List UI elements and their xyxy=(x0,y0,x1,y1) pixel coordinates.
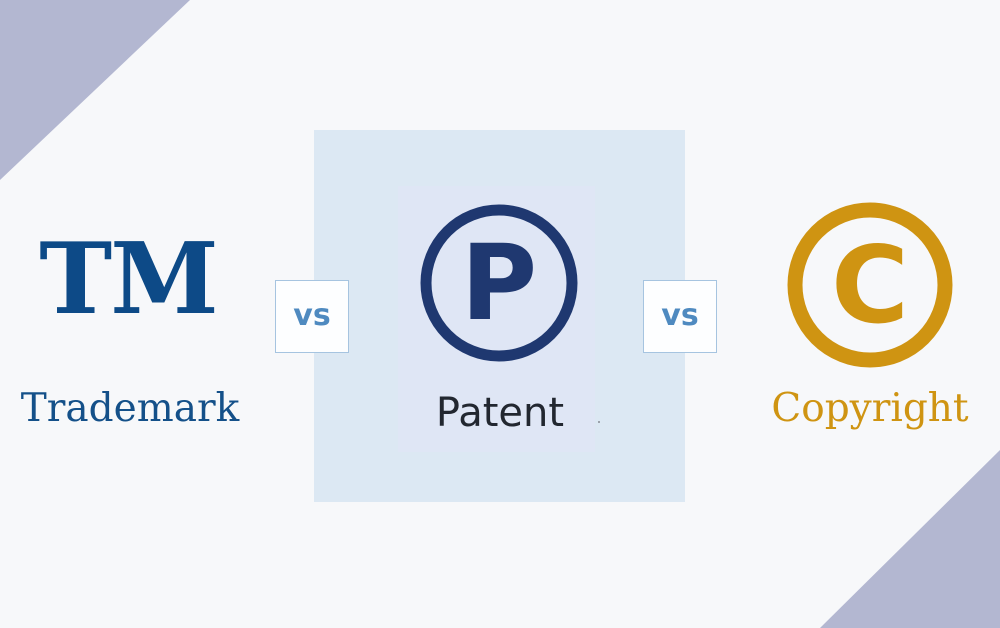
trademark-label: Trademark xyxy=(20,386,240,431)
trademark-symbol: TM xyxy=(39,222,218,337)
patent-label: Patent xyxy=(435,390,565,436)
copyright-label: Copyright xyxy=(771,386,969,431)
top-left-corner-triangle xyxy=(0,0,190,180)
vs-badge-right: vs xyxy=(643,280,717,353)
copyright-symbol-letter: C xyxy=(831,224,909,347)
copyright-symbol-icon: C xyxy=(787,202,953,368)
patent-symbol-letter: P xyxy=(461,222,537,344)
bottom-right-corner-triangle xyxy=(820,450,1000,628)
small-dot xyxy=(598,421,600,423)
vs-badge-left: vs xyxy=(275,280,349,353)
patent-symbol-icon: P xyxy=(420,204,578,362)
